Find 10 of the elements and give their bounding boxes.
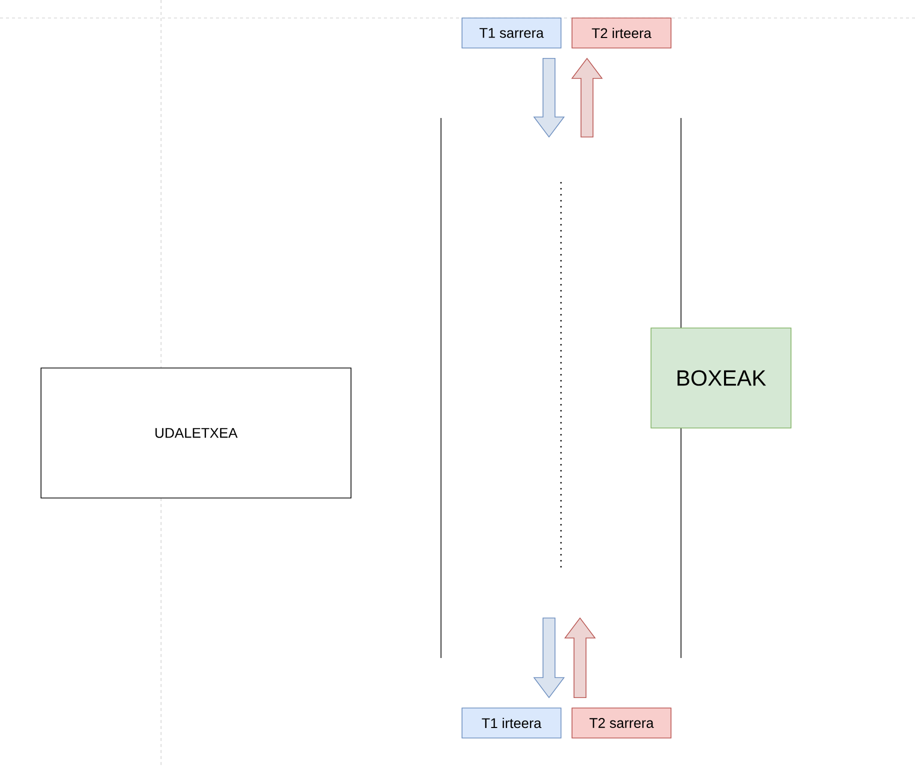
block-arrow	[533, 618, 565, 698]
block-arrow	[533, 58, 565, 138]
process-box: BOXEAK	[650, 328, 792, 428]
block-arrow	[571, 58, 603, 138]
label-box: T1 irteera	[462, 708, 562, 738]
label-box: T1 sarrera	[462, 18, 562, 48]
label-box: T2 irteera	[572, 18, 672, 48]
block-arrow	[564, 617, 596, 698]
label-box: T2 sarrera	[572, 708, 672, 738]
building-box: UDALETXEA	[40, 368, 352, 498]
